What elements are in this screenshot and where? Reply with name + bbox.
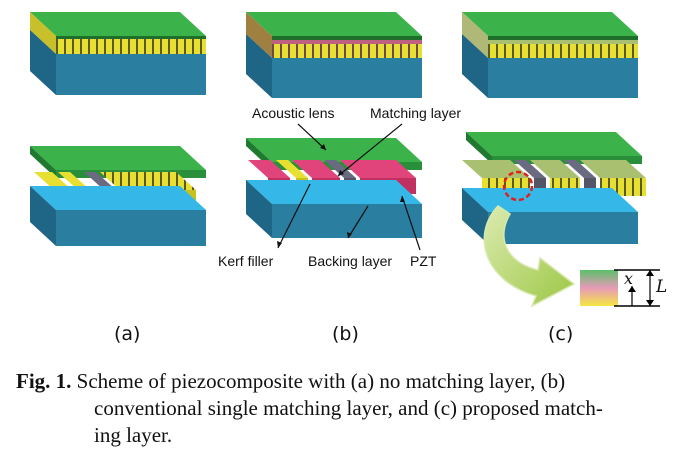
zoom-highlight-circle: [502, 170, 534, 202]
panel-label-a: (a): [114, 323, 140, 345]
panel-label-b: (b): [332, 323, 359, 345]
caption-line-1: Scheme of piezocomposite with (a) no mat…: [76, 369, 566, 393]
stack-c-assembled: [462, 12, 638, 98]
stack-a-exploded: [30, 146, 206, 246]
label-backing-layer: Backing layer: [308, 253, 392, 269]
figure-label: Fig. 1.: [16, 369, 72, 393]
annotation-arrows: [277, 123, 421, 251]
label-pzt: PZT: [410, 253, 437, 269]
stack-b-assembled: [246, 12, 422, 98]
L-symbol: L: [655, 277, 667, 297]
stack-c-exploded: [462, 132, 646, 244]
zoom-arrow: [483, 205, 576, 308]
stack-a-assembled: [30, 12, 206, 95]
panel-label-c: (c): [548, 323, 573, 345]
caption-line-3: ing layer.: [94, 423, 173, 447]
stack-b-exploded: [246, 138, 422, 238]
label-acoustic-lens: Acoustic lens: [252, 105, 334, 121]
figure-caption: Fig. 1. Scheme of piezocomposite with (a…: [16, 368, 686, 449]
piezocomposite-figure: x L Acoustic lens Matching layer Kerf fi…: [30, 12, 667, 345]
matching-layer-zoom: x L: [580, 269, 667, 307]
caption-line-2: conventional single matching layer, and …: [94, 396, 603, 420]
label-kerf-filler: Kerf filler: [218, 253, 274, 269]
label-matching-layer: Matching layer: [370, 105, 461, 121]
x-symbol: x: [624, 269, 633, 288]
